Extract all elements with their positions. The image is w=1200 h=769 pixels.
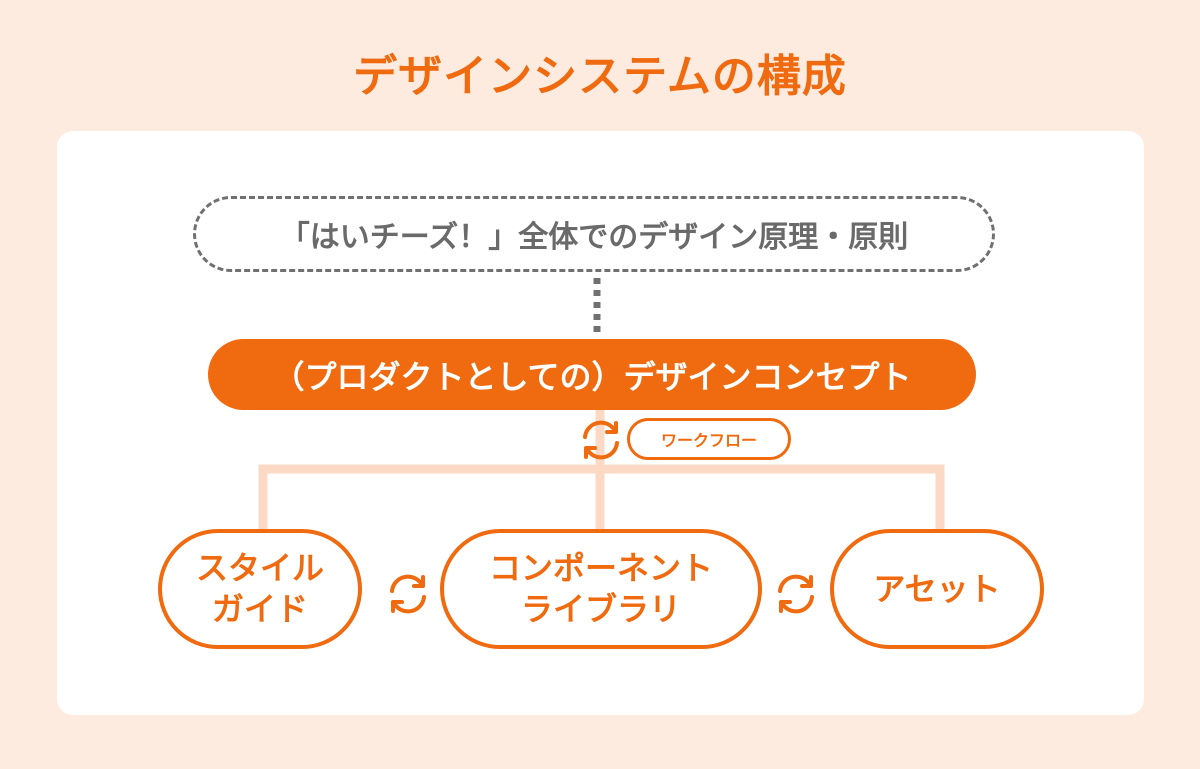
cycle-arrows-icon	[583, 420, 619, 460]
workflow-label: ワークフロー	[627, 418, 791, 460]
tree-connectors	[258, 410, 945, 531]
component-library-line1: コンポーネント	[488, 549, 713, 588]
style-guide-line1: スタイル	[195, 549, 324, 588]
component-library-node: コンポーネント ライブラリ	[440, 529, 762, 649]
style-guide-node: スタイル ガイド	[158, 529, 362, 649]
assets-node: アセット	[830, 529, 1044, 649]
design-principle-box: 「はいチーズ！」全体でのデザイン原理・原則	[193, 196, 995, 272]
cycle-arrows-icon	[778, 574, 814, 614]
component-library-line2: ライブラリ	[520, 590, 681, 628]
design-concept-box: （プロダクトとしての）デザインコンセプト	[208, 339, 976, 410]
assets-line1: アセット	[873, 569, 1001, 608]
cycle-arrows-icon	[390, 574, 426, 614]
style-guide-line2: ガイド	[211, 590, 308, 628]
diagram-title: デザインシステムの構成	[353, 51, 847, 102]
